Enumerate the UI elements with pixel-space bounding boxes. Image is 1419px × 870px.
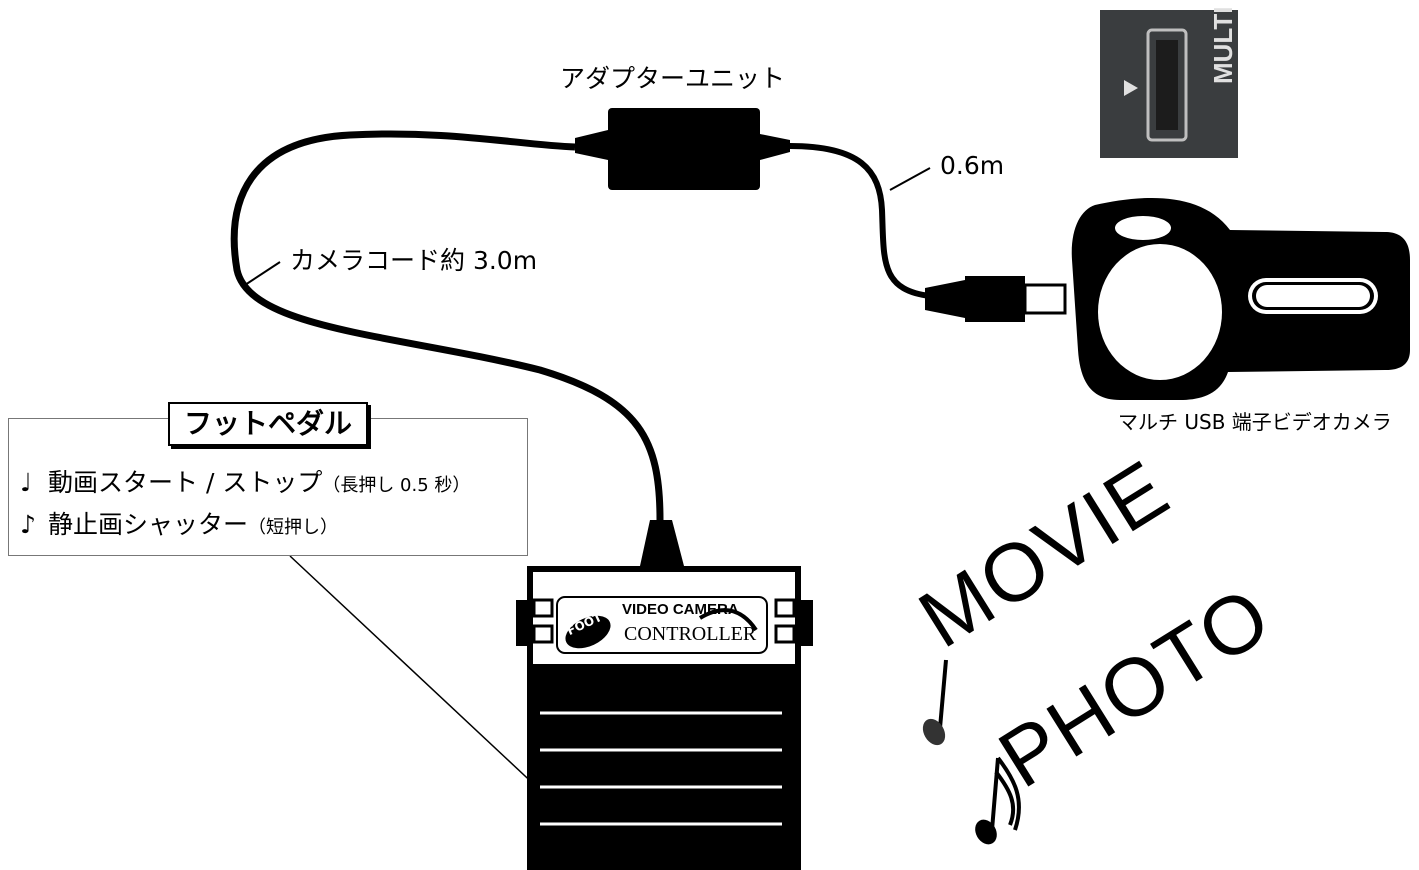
pedal-legend-title: フットペダル [168, 402, 369, 446]
usb-plug-taper [925, 280, 965, 318]
adapter-left-taper [575, 130, 608, 160]
quarter-note-icon: ♩ [20, 468, 32, 497]
adapter-unit-label: アダプターユニット [560, 64, 786, 93]
eighth-note-icon: ♪ [20, 510, 36, 539]
legend-photo-text: 静止画シャッター [48, 510, 249, 539]
pedal-logo-bottom: CONTROLLER [624, 623, 757, 645]
camera-label: マルチ USB 端子ビデオカメラ [1118, 410, 1392, 434]
usb-plug-body [965, 276, 1025, 322]
legend-movie-line: ♩ 動画スタート / ストップ（長押し 0.5 秒） [20, 470, 470, 495]
quarter-note-icon [922, 659, 948, 746]
short-cable-length-label: 0.6m [940, 151, 1005, 180]
adapter-unit-box [608, 108, 760, 190]
legend-movie-text: 動画スタート / ストップ [48, 468, 323, 497]
legend-photo-note: （短押し） [248, 517, 339, 538]
multi-port-photo [1100, 10, 1238, 158]
camcorder-icon [1071, 197, 1410, 400]
legend-movie-note: （長押し 0.5 秒） [322, 475, 471, 496]
legend-photo-line: ♪ 静止画シャッター（短押し） [20, 512, 338, 537]
foot-pedal-icon [516, 520, 813, 870]
camera-cord-cable [230, 130, 664, 521]
camera-cord-label: カメラコード約 3.0m [290, 246, 538, 275]
eighth-note-icon [975, 756, 1021, 845]
pedal-logo-top: VIDEO CAMERA [622, 601, 739, 618]
adapter-right-taper [760, 134, 790, 160]
usb-plug-tip [1023, 283, 1067, 315]
short-cable [789, 143, 931, 299]
